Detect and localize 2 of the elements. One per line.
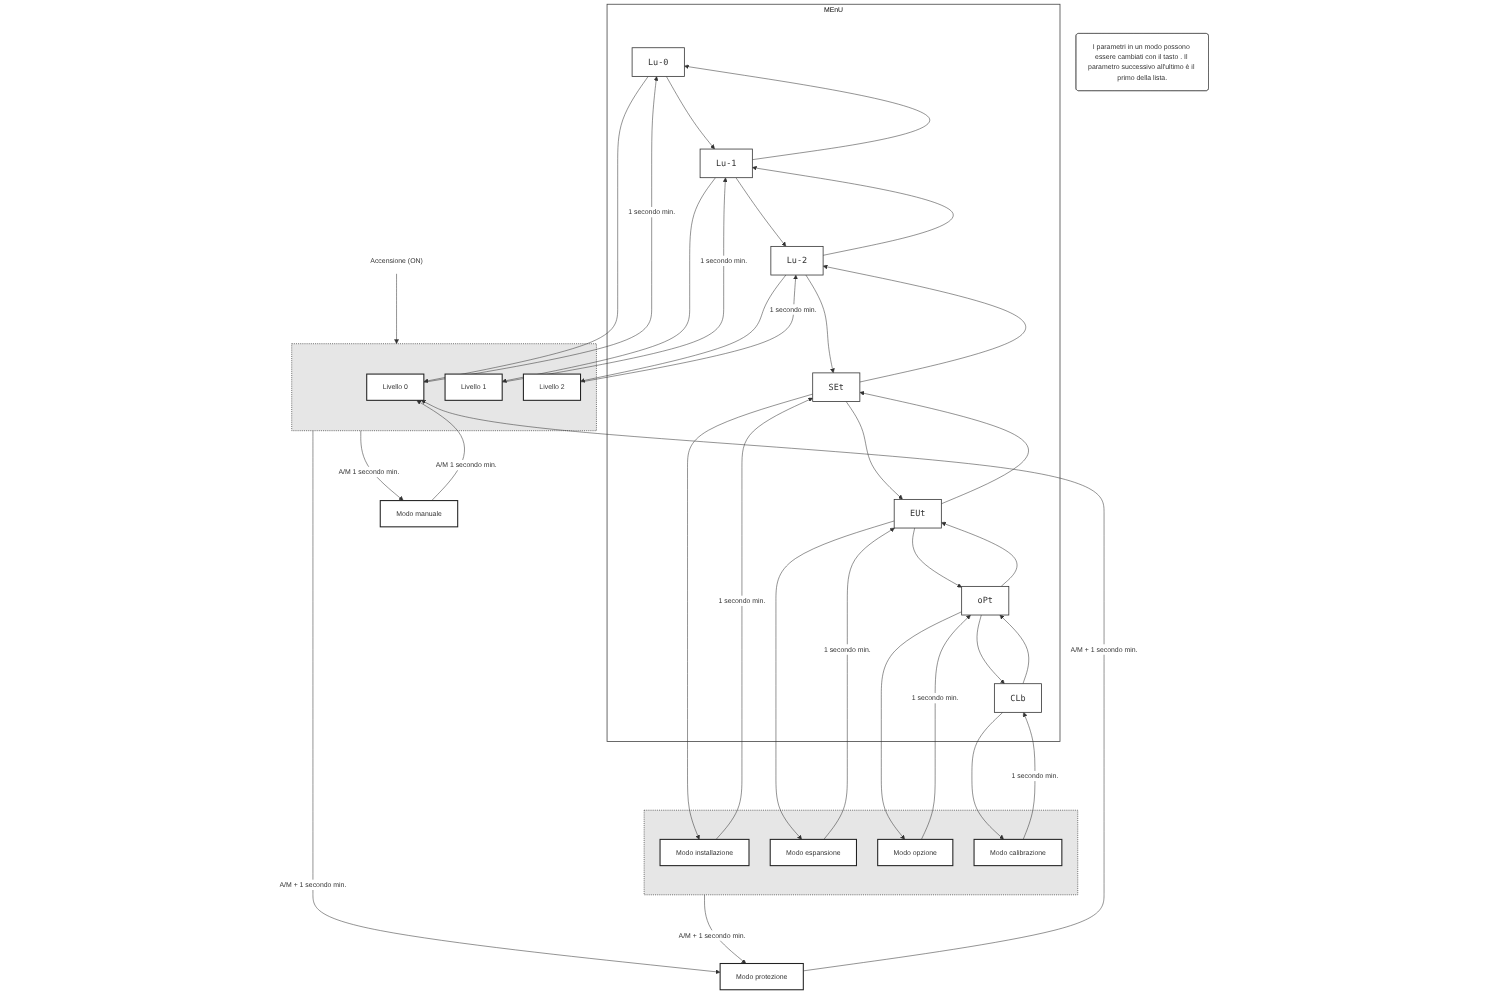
cluster [291, 343, 597, 432]
cluster [643, 809, 1079, 896]
